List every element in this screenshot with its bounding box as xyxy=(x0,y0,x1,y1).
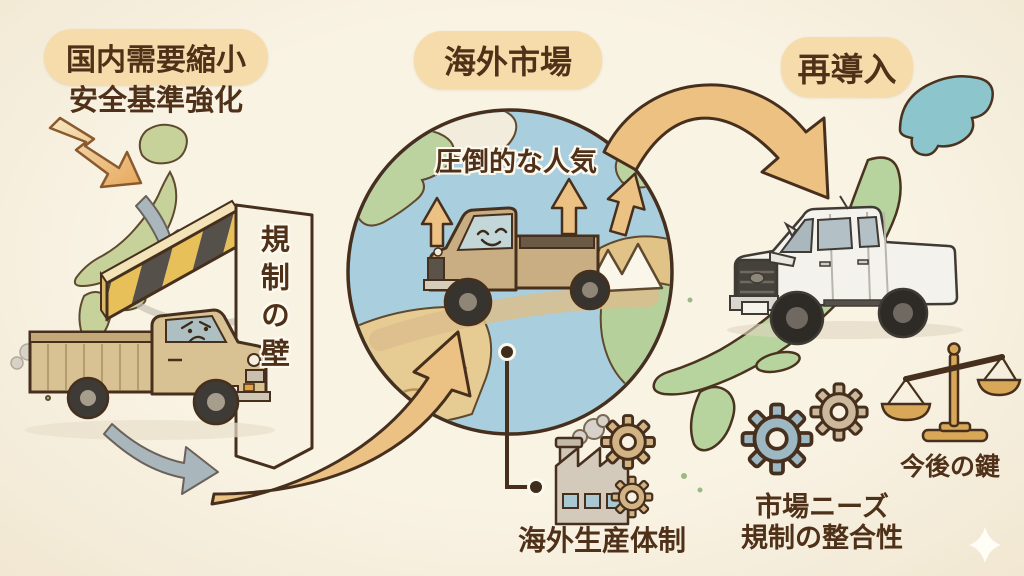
production-label: 海外生産体制 xyxy=(517,524,686,557)
connector-icon xyxy=(498,343,545,496)
regulation-alignment-line: 規制の整合性 xyxy=(741,523,903,555)
gear-icon xyxy=(600,414,656,470)
modern-truck-icon xyxy=(727,195,963,346)
gear-icon xyxy=(809,382,869,442)
domestic-subtitle: 安全基準強化 xyxy=(68,83,243,117)
down-gray-arrow-icon xyxy=(103,423,219,495)
factory-icon xyxy=(554,414,656,526)
sad-face-icon xyxy=(180,320,212,343)
stage-title-overseas: 海外市場 xyxy=(414,31,602,89)
balance-scale-icon xyxy=(880,342,1022,443)
gear-icon xyxy=(610,475,654,519)
needs-label: 市場ニーズ 規制の整合性 xyxy=(712,492,932,554)
stage-title-domestic: 国内需要縮小 xyxy=(44,29,268,85)
growth-arrow-icon xyxy=(420,172,646,248)
gear-icon xyxy=(740,402,814,476)
swoosh-arrow-icon xyxy=(210,330,472,506)
globe-truck-icon xyxy=(423,206,611,327)
happy-face-icon xyxy=(476,227,508,247)
old-truck-icon xyxy=(25,308,275,440)
stage-title-reintroduction: 再導入 xyxy=(781,37,913,97)
lightning-arrow-icon xyxy=(48,116,143,189)
future-key-label: 今後の鍵 xyxy=(899,452,1000,481)
sparkle-icon xyxy=(969,527,1001,563)
market-needs-line: 市場ニーズ xyxy=(755,492,889,523)
smoke-icon xyxy=(572,414,610,445)
arc-arrow-icon xyxy=(602,83,830,200)
popularity-label: 圧倒的な人気 xyxy=(435,147,597,178)
regulation-wall-label: 規制の壁 xyxy=(256,224,291,376)
